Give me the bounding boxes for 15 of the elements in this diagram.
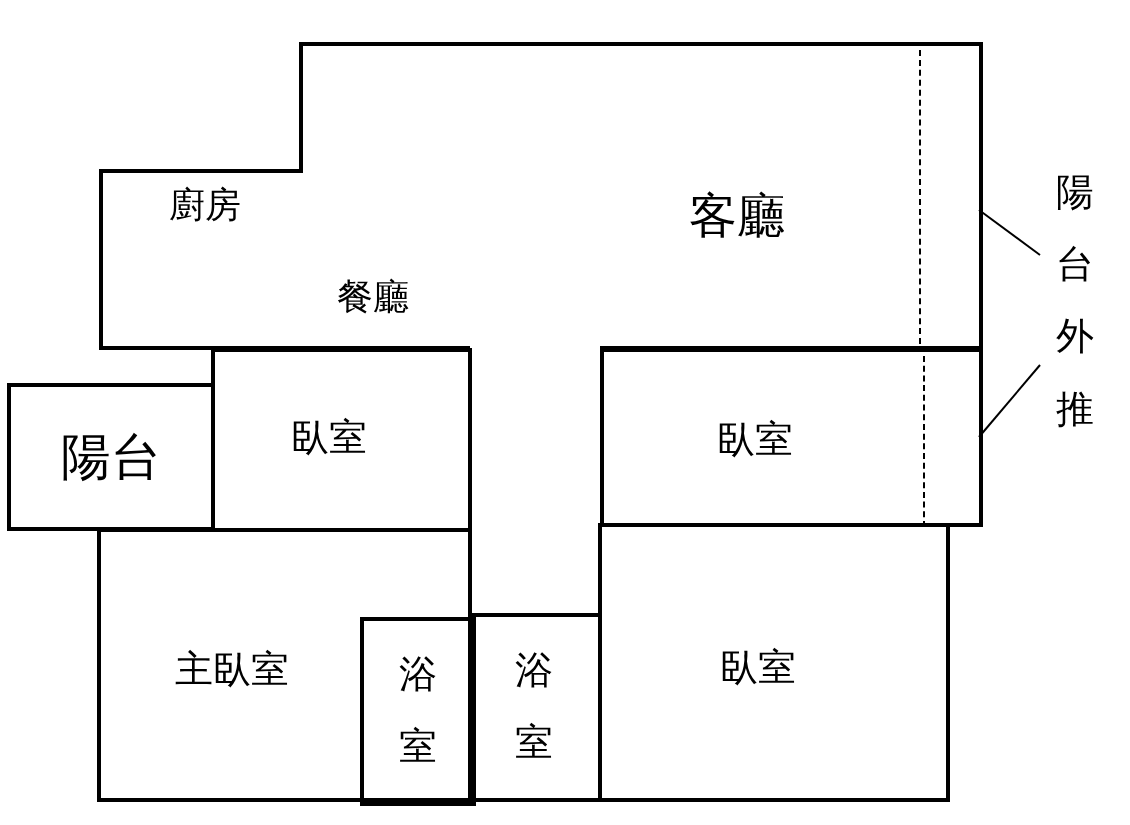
room-label: 主臥室 <box>175 649 289 691</box>
room-box <box>600 348 983 527</box>
room-label: 臥室 <box>720 647 796 689</box>
room-label: 浴室 <box>398 650 438 770</box>
room-label: 客廳 <box>689 188 785 242</box>
room-label: 臥室 <box>291 417 367 459</box>
room-label: 廚房 <box>169 185 241 225</box>
room-label: 浴室 <box>514 646 554 766</box>
room-box <box>598 523 950 802</box>
room-label: 餐廳 <box>337 277 409 317</box>
room-box <box>360 617 476 806</box>
room-label: 陽台 <box>61 429 161 485</box>
note-label: 陽台外推 <box>1055 168 1095 433</box>
leader-line <box>978 364 1041 438</box>
room-label: 臥室 <box>717 419 793 461</box>
